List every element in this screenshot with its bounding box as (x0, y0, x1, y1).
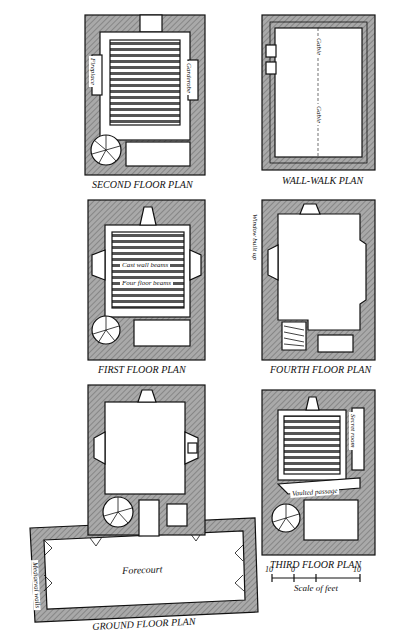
area-label: Forecourt (120, 564, 165, 576)
room-label: Fireplace (89, 56, 96, 87)
plan-title: FOURTH FLOOR PLAN (270, 365, 371, 375)
room-label: Garderobe (185, 61, 192, 95)
beam-label: Cast wall beams (120, 262, 170, 269)
wall-label: Mediaeval walls (31, 560, 41, 610)
scale-number: 10 (265, 566, 273, 574)
room-label: Secret room (349, 412, 356, 450)
scale-title: Scale of feet (294, 584, 338, 593)
scale-number: 10 (353, 566, 361, 574)
plan-title: FIRST FLOOR PLAN (98, 365, 186, 375)
plan-title: THIRD FLOOR PLAN (270, 560, 361, 570)
roof-label: Gable (315, 36, 322, 57)
plan-title: WALL-WALK PLAN (282, 176, 363, 186)
roof-label: Gable (315, 104, 322, 125)
scale-number: 0 (291, 566, 295, 574)
window-label: Window built up (251, 212, 258, 262)
beam-label: Four floor beams (120, 280, 173, 287)
plan-title: SECOND FLOOR PLAN (92, 180, 193, 190)
